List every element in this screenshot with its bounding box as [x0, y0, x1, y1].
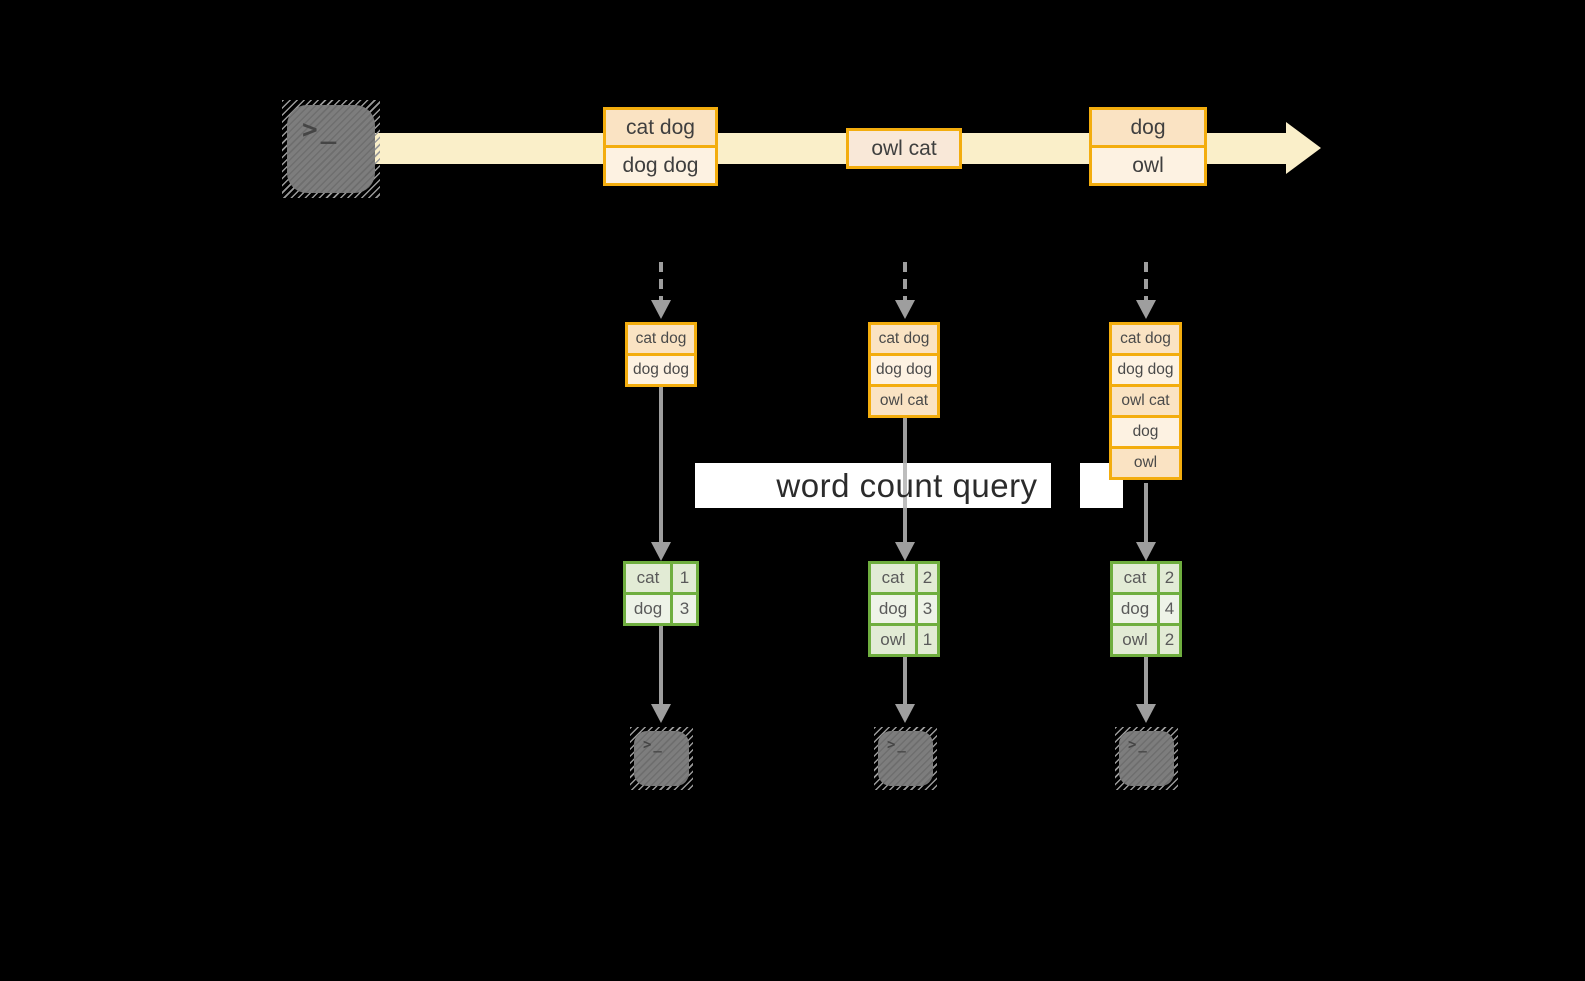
- batch-line: dog dog: [606, 145, 715, 183]
- output-arrow-line: [1144, 657, 1148, 704]
- table-row: cat 2: [1113, 564, 1179, 592]
- stream-arrowhead-icon: [1286, 122, 1321, 174]
- state-line: dog dog: [1112, 353, 1179, 384]
- table-row: owl 1: [871, 623, 937, 654]
- word-cell: cat: [626, 564, 673, 592]
- count-table-1: cat 1 dog 3: [623, 561, 699, 626]
- dashed-arrow-line: [1144, 262, 1148, 302]
- word-cell: owl: [871, 626, 918, 654]
- batch-line: owl cat: [849, 131, 959, 166]
- output-arrow-line: [659, 626, 663, 704]
- connector-over-banner: [903, 463, 907, 508]
- batch-line: cat dog: [606, 110, 715, 145]
- count-cell: 3: [673, 595, 696, 623]
- stream-batch-2: owl cat: [846, 128, 962, 169]
- arrowhead-icon: [895, 704, 915, 723]
- table-row: dog 4: [1113, 592, 1179, 623]
- count-cell: 2: [1160, 626, 1179, 654]
- state-line: cat dog: [871, 325, 937, 353]
- state-line: dog dog: [628, 353, 694, 384]
- terminal-body: >_: [1119, 731, 1174, 786]
- table-row: dog 3: [626, 592, 696, 623]
- query-banner: [695, 463, 1051, 508]
- word-cell: owl: [1113, 626, 1160, 654]
- dashed-arrow-line: [903, 262, 907, 302]
- query-arrow-line: [659, 387, 663, 542]
- terminal-body: >_: [287, 105, 375, 193]
- input-state-1: cat dog dog dog: [625, 322, 697, 387]
- state-line: owl: [1112, 446, 1179, 477]
- count-cell: 3: [918, 595, 937, 623]
- terminal-sink-icon: >_: [630, 727, 693, 790]
- word-cell: cat: [871, 564, 918, 592]
- stream-batch-1: cat dog dog dog: [603, 107, 718, 186]
- count-cell: 1: [918, 626, 937, 654]
- word-cell: dog: [1113, 595, 1160, 623]
- input-state-2: cat dog dog dog owl cat: [868, 322, 940, 418]
- arrowhead-icon: [651, 542, 671, 561]
- arrowhead-icon: [1136, 300, 1156, 319]
- terminal-body: >_: [634, 731, 689, 786]
- terminal-source-icon: >_: [282, 100, 380, 198]
- arrowhead-icon: [1136, 704, 1156, 723]
- terminal-prompt-icon: >_: [643, 737, 664, 753]
- count-cell: 2: [918, 564, 937, 592]
- terminal-prompt-icon: >_: [1128, 737, 1149, 753]
- word-cell: dog: [626, 595, 673, 623]
- state-line: dog: [1112, 415, 1179, 446]
- input-state-3: cat dog dog dog owl cat dog owl: [1109, 322, 1182, 480]
- terminal-prompt-icon: >_: [302, 115, 340, 145]
- terminal-sink-icon: >_: [874, 727, 937, 790]
- word-cell: dog: [871, 595, 918, 623]
- state-line: owl cat: [871, 384, 937, 415]
- terminal-body: >_: [878, 731, 933, 786]
- arrowhead-icon: [651, 300, 671, 319]
- state-line: cat dog: [628, 325, 694, 353]
- state-line: cat dog: [1112, 325, 1179, 353]
- state-line: owl cat: [1112, 384, 1179, 415]
- stream-batch-3: dog owl: [1089, 107, 1207, 186]
- count-table-2: cat 2 dog 3 owl 1: [868, 561, 940, 657]
- output-arrow-line: [903, 657, 907, 704]
- arrowhead-icon: [895, 300, 915, 319]
- table-row: cat 2: [871, 564, 937, 592]
- count-cell: 2: [1160, 564, 1179, 592]
- terminal-sink-icon: >_: [1115, 727, 1178, 790]
- state-line: dog dog: [871, 353, 937, 384]
- arrowhead-icon: [651, 704, 671, 723]
- terminal-prompt-icon: >_: [887, 737, 908, 753]
- query-banner-label: word count query: [776, 467, 1038, 504]
- query-arrow-line: [1144, 483, 1148, 542]
- word-cell: cat: [1113, 564, 1160, 592]
- table-row: cat 1: [626, 564, 696, 592]
- dashed-arrow-line: [659, 262, 663, 302]
- arrowhead-icon: [1136, 542, 1156, 561]
- arrowhead-icon: [895, 542, 915, 561]
- count-cell: 1: [673, 564, 696, 592]
- table-row: dog 3: [871, 592, 937, 623]
- count-cell: 4: [1160, 595, 1179, 623]
- batch-line: dog: [1092, 110, 1204, 145]
- count-table-3: cat 2 dog 4 owl 2: [1110, 561, 1182, 657]
- batch-line: owl: [1092, 145, 1204, 183]
- table-row: owl 2: [1113, 623, 1179, 654]
